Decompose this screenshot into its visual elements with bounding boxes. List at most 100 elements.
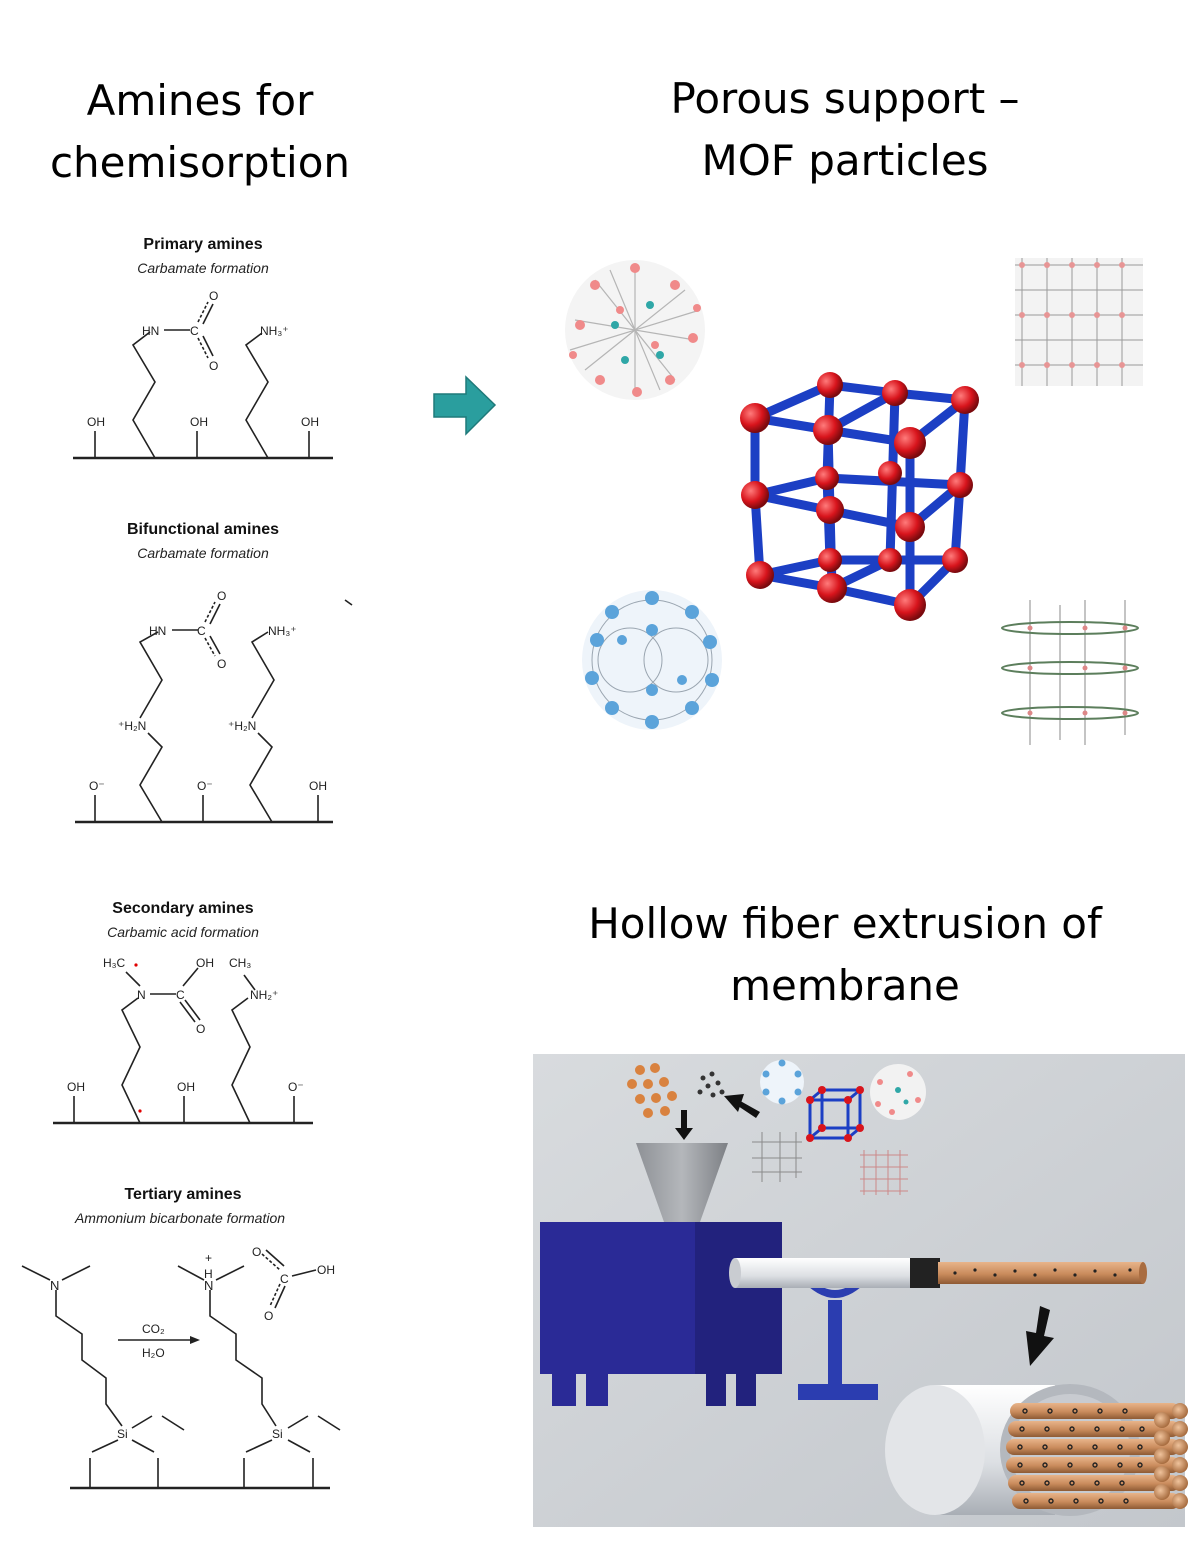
atom-label: ⁺H₂N	[228, 719, 256, 733]
alkyl-chain	[120, 997, 141, 1124]
hopper-icon	[636, 1143, 728, 1222]
mof-cluster-pink-icon	[565, 260, 705, 400]
n-methyl-bond	[61, 1265, 91, 1281]
primary-amines-subtitle: Carbamate formation	[137, 260, 269, 276]
radical-dot	[134, 963, 138, 967]
atom-label: O	[217, 589, 226, 603]
alkyl-chain	[138, 631, 163, 719]
co-bond	[204, 601, 216, 623]
mof-grid-framework-icon	[1015, 258, 1143, 386]
primary-amines-panel: Primary amines Carbamate formation HN C …	[73, 236, 333, 460]
amines-heading-line1: Amines for	[86, 76, 314, 125]
atom-label: O	[264, 1309, 273, 1323]
tertiary-amines-title: Tertiary amines	[124, 1186, 241, 1203]
mof-pillared-layers-icon	[1001, 600, 1139, 745]
atom-label: C	[197, 624, 206, 638]
alkyl-chain	[139, 732, 164, 823]
secondary-amines-title: Secondary amines	[112, 900, 254, 917]
mini-mof-cube-icon	[806, 1086, 864, 1142]
si-o-bond	[245, 1439, 273, 1453]
atom-label: NH₃⁺	[268, 624, 297, 638]
atom-label: C	[176, 988, 185, 1002]
secondary-amines-subtitle: Carbamic acid formation	[107, 924, 259, 940]
amines-heading: Amines for chemisorption	[20, 70, 380, 194]
atom-label: O	[196, 1022, 205, 1036]
fiber-heading-line2: membrane	[730, 961, 960, 1010]
primary-amines-title: Primary amines	[143, 236, 262, 253]
alkyl-chain	[209, 1290, 277, 1427]
atom-label: OH	[67, 1080, 85, 1094]
secondary-amines-panel: Secondary amines Carbamic acid formation…	[53, 900, 313, 1125]
atom-label: O⁻	[197, 779, 213, 793]
bifunctional-amines-panel: Bifunctional amines Carbamate formation …	[75, 521, 353, 824]
co-double-bond	[184, 999, 201, 1021]
mini-mof-blue-icon	[760, 1059, 804, 1105]
co-bond	[265, 1249, 285, 1267]
alkyl-chain	[244, 332, 269, 459]
co-bond	[269, 1283, 281, 1307]
atom-label: H	[204, 1267, 213, 1281]
atom-label: NH₂⁺	[250, 988, 278, 1002]
atom-label: C	[280, 1272, 289, 1286]
atom-label: O	[252, 1245, 261, 1259]
charge-label: +	[205, 1251, 212, 1265]
co-bond	[204, 637, 216, 657]
atom-label: H₃C	[103, 956, 126, 970]
extrusion-scene	[533, 1054, 1188, 1527]
right-arrow-icon	[433, 375, 497, 436]
c-oh-bond	[182, 967, 199, 987]
atom-label: O	[217, 657, 226, 671]
atom-label: O	[209, 359, 218, 373]
n-methyl-bond	[243, 974, 256, 991]
atom-label: N	[204, 1278, 213, 1293]
bifunctional-amines-subtitle: Carbamate formation	[137, 545, 269, 561]
hollow-fiber-icon	[729, 1258, 1147, 1288]
co-bond	[197, 301, 209, 323]
n-methyl-bond	[177, 1265, 205, 1281]
atom-label: OH	[317, 1263, 335, 1277]
co-bond	[202, 335, 214, 357]
reagent-label: CO₂	[142, 1322, 165, 1336]
atom-label: OH	[87, 415, 105, 429]
atom-label: O	[209, 289, 218, 303]
stray-mark	[344, 599, 353, 606]
mof-cage-blue-icon	[582, 590, 722, 730]
atom-label: NH₃⁺	[260, 324, 289, 338]
alkyl-chain	[55, 1290, 123, 1427]
additive-particles-icon	[697, 1071, 725, 1098]
reaction-arrow-head	[190, 1336, 200, 1344]
bifunctional-amines-title: Bifunctional amines	[127, 521, 279, 538]
mini-mof-pillared-icon	[752, 1132, 802, 1182]
atom-label: O⁻	[288, 1080, 304, 1094]
radical-dot	[138, 1109, 142, 1113]
co-bond	[209, 635, 221, 655]
atom-label: OH	[301, 415, 319, 429]
fiber-support-stand-icon	[798, 1278, 878, 1400]
si-o-bond	[91, 1439, 119, 1453]
n-methyl-bond	[125, 971, 141, 987]
fiber-heading-line1: Hollow fiber extrusion of	[588, 899, 1102, 948]
si-o-bond	[287, 1415, 309, 1429]
atom-label: HN	[142, 324, 159, 338]
atom-label: OH	[309, 779, 327, 793]
atom-label: Si	[272, 1427, 283, 1441]
atom-label: O⁻	[89, 779, 105, 793]
si-o-bond	[287, 1439, 311, 1453]
alkyl-chain	[249, 732, 274, 823]
down-arrow-icon	[675, 1110, 693, 1140]
n-methyl-bond	[215, 1265, 245, 1281]
mof-heading: Porous support – MOF particles	[560, 68, 1130, 192]
mof-heading-line1: Porous support –	[670, 74, 1020, 123]
atom-label: Si	[117, 1427, 128, 1441]
alkyl-chain	[131, 331, 156, 459]
alkyl-chain	[230, 997, 251, 1124]
atom-label: ⁺H₂N	[118, 719, 146, 733]
atom-label: C	[190, 324, 199, 338]
membrane-module-icon	[885, 1384, 1188, 1516]
tertiary-amines-subtitle: Ammonium bicarbonate formation	[74, 1210, 285, 1226]
atom-label: OH	[190, 415, 208, 429]
fiber-heading: Hollow fiber extrusion of membrane	[545, 893, 1145, 1017]
down-arrow-icon	[1026, 1306, 1054, 1366]
co-bond	[209, 603, 221, 625]
